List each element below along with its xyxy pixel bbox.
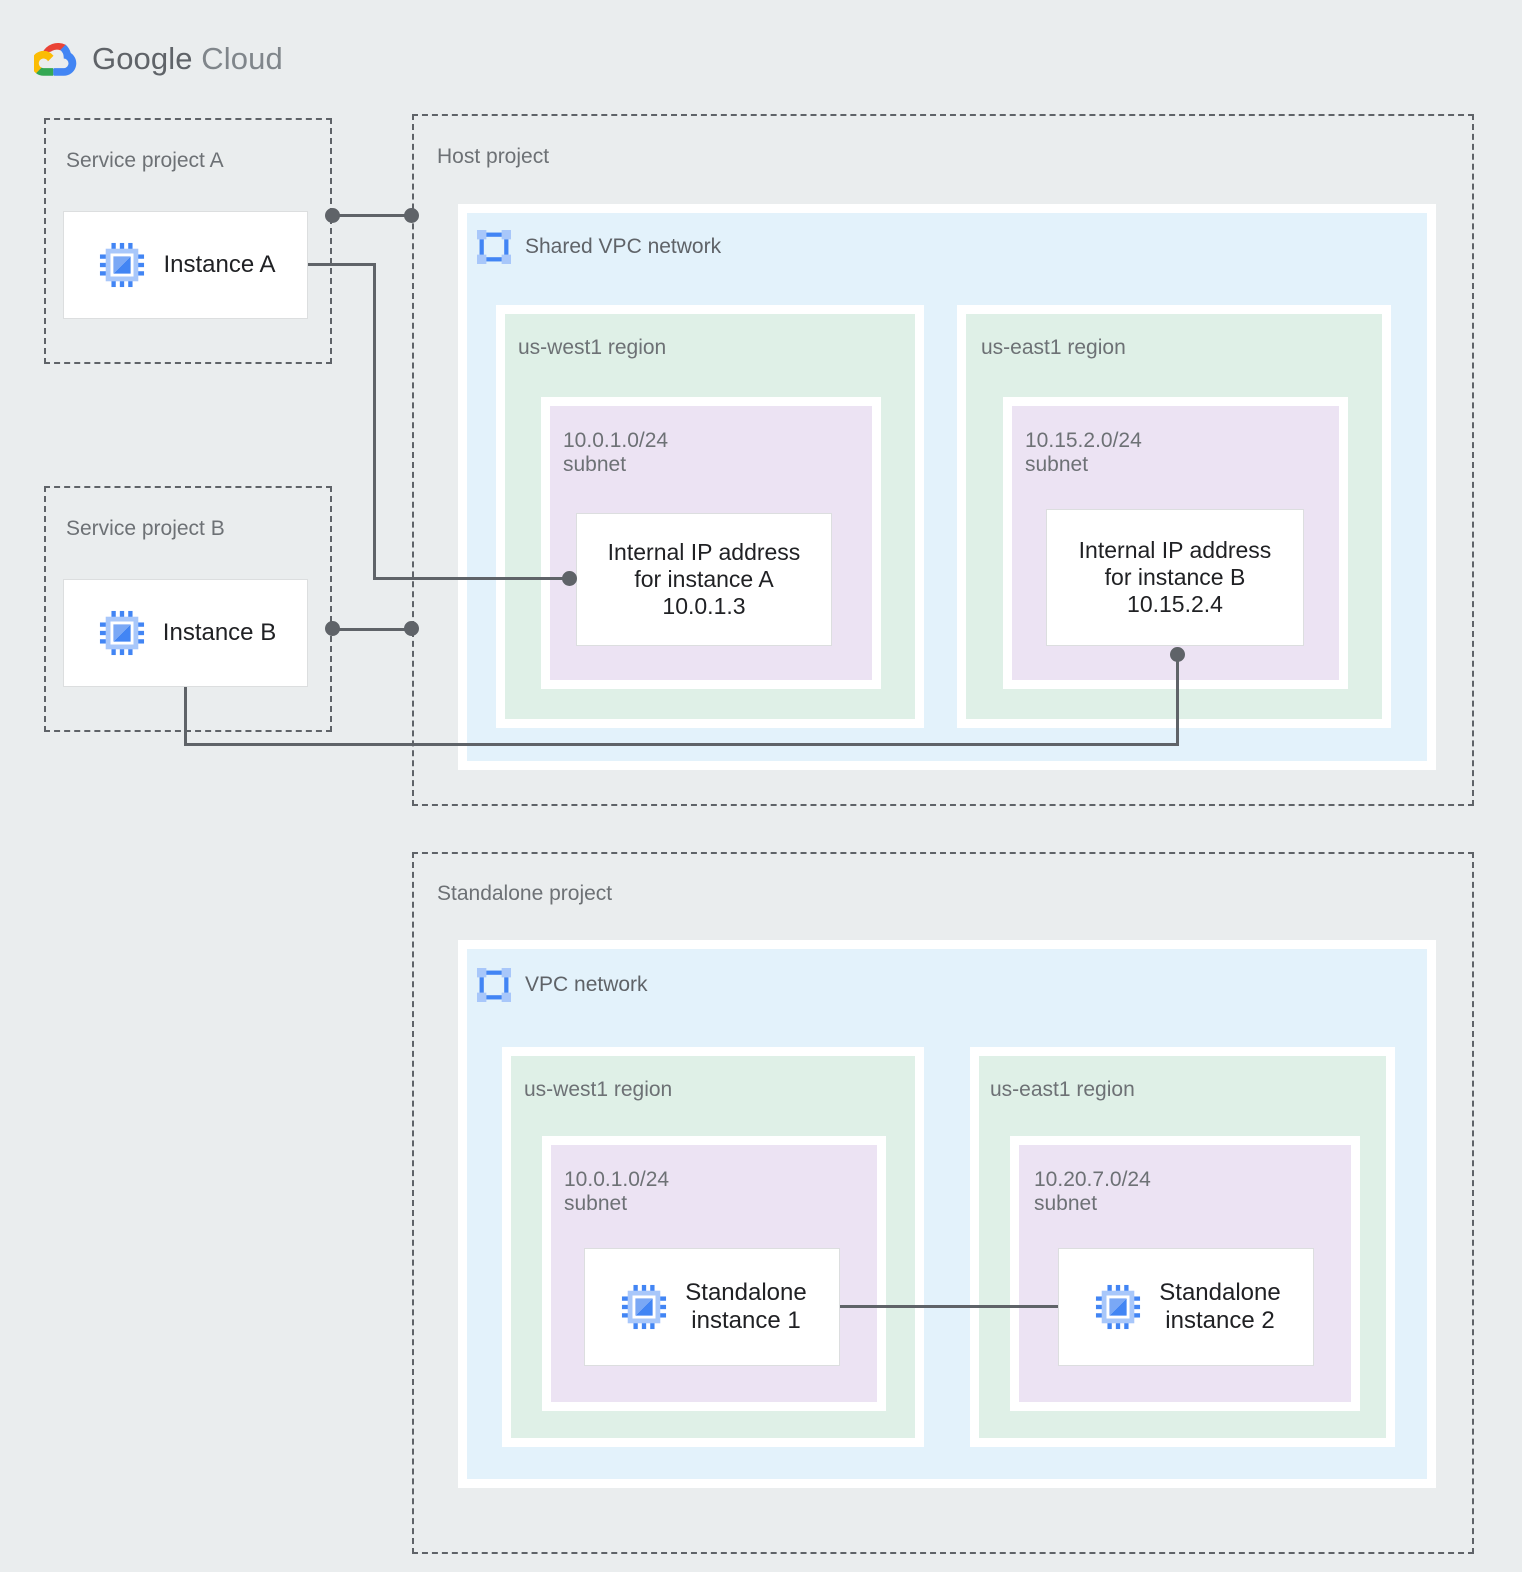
connector-service-b-to-host (332, 628, 412, 631)
vm-instance-chip-icon (100, 242, 145, 288)
shared-vpc-network-header: Shared VPC network (477, 230, 721, 264)
standalone-instance-2-card[interactable]: Standalone instance 2 (1058, 1248, 1314, 1366)
brand-name-google: Google (92, 41, 193, 76)
vpc-network-label: VPC network (525, 973, 648, 996)
connector-instance-b-leg-2 (184, 743, 1179, 746)
host-subnet-10-15-2-0-24-label: 10.15.2.0/24 subnet (1025, 429, 1142, 476)
connector-dot-service-b-edge (325, 621, 340, 636)
internal-ip-instance-a-label: Internal IP address for instance A 10.0.… (607, 538, 801, 620)
instance-a-label: Instance A (163, 250, 276, 278)
shared-vpc-network-label: Shared VPC network (525, 235, 722, 258)
connector-instance-a-leg-1 (308, 263, 376, 266)
standalone-instance-1-card[interactable]: Standalone instance 1 (584, 1248, 840, 1366)
connector-dot-internal-ip-a (562, 571, 577, 586)
vm-instance-chip-icon (622, 1284, 667, 1330)
google-cloud-logo-icon (34, 42, 77, 76)
connector-dot-host-edge-b (404, 621, 419, 636)
host-subnet-10-0-1-0-24-label: 10.0.1.0/24 subnet (563, 429, 669, 476)
connector-dot-service-a-edge (325, 208, 340, 223)
brand-wordmark: Google Cloud (92, 41, 283, 77)
standalone-subnet-10-20-7-0-24-label: 10.20.7.0/24 subnet (1034, 1168, 1151, 1215)
vpc-network-icon (477, 968, 511, 1002)
connector-instance-a-leg-3 (373, 577, 576, 580)
standalone-region-us-west1-label: us-west1 region (524, 1078, 673, 1101)
vm-instance-chip-icon (1096, 1284, 1141, 1330)
vm-instance-chip-icon (99, 610, 144, 656)
service-project-b-label: Service project B (66, 517, 225, 540)
internal-ip-instance-b-label: Internal IP address for instance B 10.15… (1078, 536, 1272, 618)
standalone-subnet-10-0-1-0-24-label: 10.0.1.0/24 subnet (564, 1168, 670, 1215)
google-cloud-logo: Google Cloud (34, 38, 283, 80)
service-project-a-label: Service project A (66, 149, 224, 172)
service-project-b-container (44, 486, 332, 732)
instance-b-card[interactable]: Instance B (63, 579, 308, 687)
standalone-project-label: Standalone project (437, 882, 613, 905)
connector-instance-b-leg-1 (184, 687, 187, 745)
service-project-a-container (44, 118, 332, 364)
instance-b-label: Instance B (162, 618, 277, 646)
internal-ip-instance-b-card: Internal IP address for instance B 10.15… (1046, 509, 1304, 646)
standalone-project-container (412, 852, 1474, 1554)
host-project-label: Host project (437, 145, 550, 168)
host-region-us-east1-label: us-east1 region (981, 336, 1126, 359)
instance-a-card[interactable]: Instance A (63, 211, 308, 319)
standalone-instance-2-label: Standalone instance 2 (1159, 1278, 1281, 1334)
internal-ip-instance-a-card: Internal IP address for instance A 10.0.… (576, 513, 832, 646)
brand-name-cloud: Cloud (201, 41, 283, 76)
connector-service-a-to-host (332, 214, 412, 217)
connector-standalone-1-to-2 (840, 1305, 1058, 1308)
connector-instance-a-leg-2 (373, 263, 376, 580)
connector-dot-internal-ip-b (1170, 647, 1185, 662)
connector-instance-b-leg-3 (1176, 655, 1179, 745)
vpc-network-header: VPC network (477, 968, 648, 1002)
standalone-instance-1-label: Standalone instance 1 (685, 1278, 807, 1334)
host-project-container (412, 114, 1474, 806)
host-region-us-west1-label: us-west1 region (518, 336, 667, 359)
vpc-network-icon (477, 230, 511, 264)
connector-dot-host-edge-a (404, 208, 419, 223)
standalone-region-us-east1-label: us-east1 region (990, 1078, 1135, 1101)
